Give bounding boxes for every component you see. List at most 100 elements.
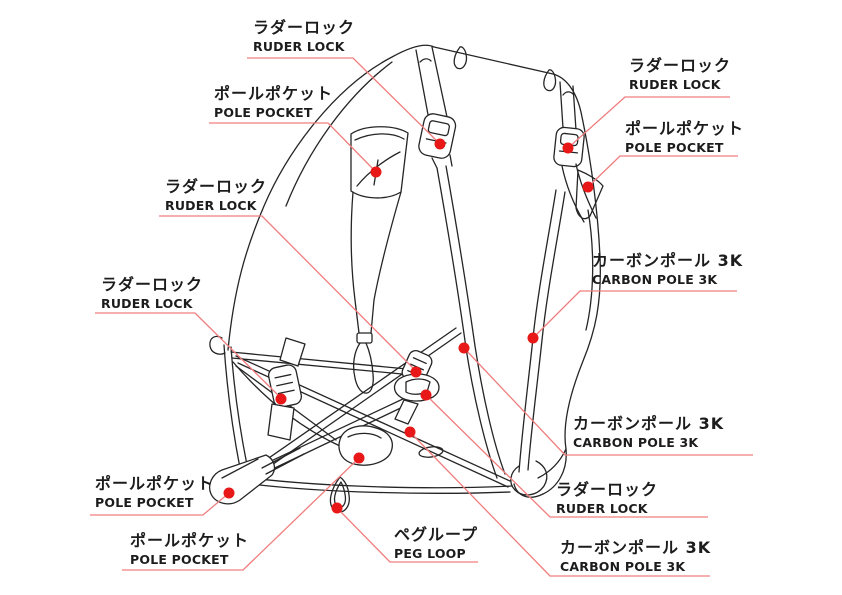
label-jp: ラダーロック (101, 275, 204, 294)
bottom-center-pole-pocket (338, 425, 393, 466)
leader-peg-loop (336, 507, 478, 563)
label-en: PEG LOOP (394, 546, 466, 561)
strap-edge (431, 157, 438, 169)
leader-ruder-lock-top-center (247, 57, 441, 145)
callout-dot-pole-pocket-bottom-left-lower (353, 452, 365, 464)
leader-pole-pocket-upper-left (209, 122, 377, 173)
label-jp: ラダーロック (556, 480, 659, 499)
pack-body (227, 44, 601, 498)
corner-tab (209, 335, 226, 355)
frame-left-edge (223, 344, 241, 469)
label-en: RUDER LOCK (253, 39, 345, 54)
callout-dot-ruder-lock-top-right (562, 142, 574, 154)
leader-ruder-lock-top-right (567, 96, 730, 149)
callout-dots (223, 138, 594, 514)
label-en: CARBON POLE 3K (560, 559, 686, 574)
label-en: POLE POCKET (625, 140, 724, 155)
leader-ruder-lock-bottom-right (425, 394, 708, 518)
pocket-crease (347, 432, 382, 439)
callout-pole-pocket-upper-left: ポールポケット POLE POCKET (214, 84, 333, 120)
label-en: POLE POCKET (214, 105, 313, 120)
strap-edge (572, 85, 577, 131)
leader-lines (90, 57, 753, 577)
strap-edge (559, 81, 564, 129)
callout-dot-pole-pocket-bottom-left-upper (223, 487, 235, 499)
hang-loop-icon (453, 46, 468, 70)
pocket-opening (221, 458, 259, 479)
label-jp: ラダーロック (253, 18, 356, 37)
callout-carbon-pole-right: カーボンポール 3K CARBON POLE 3K (592, 251, 743, 287)
label-en: RUDER LOCK (629, 77, 721, 92)
callout-ruder-lock-top-right: ラダーロック RUDER LOCK (629, 56, 731, 92)
bottom-left-pole-pocket (208, 447, 305, 505)
label-jp: ラダーロック (629, 56, 732, 75)
callout-dot-carbon-pole-right-mid (458, 342, 470, 354)
strap-tail (267, 403, 295, 441)
label-jp: ポールポケット (625, 119, 745, 138)
center-buckles (393, 350, 440, 425)
hang-loop-icon (543, 69, 557, 92)
bottom-bar (241, 476, 513, 489)
frame-bar (230, 351, 408, 370)
callout-pole-pocket-bottom-left-upper: ポールポケット POLE POCKET (95, 474, 214, 510)
callout-carbon-pole-right-mid: カーボンポール 3K CARBON POLE 3K (573, 414, 724, 450)
callout-pole-pocket-top-right: ポールポケット POLE POCKET (625, 119, 744, 155)
pole-grip (353, 342, 374, 394)
right-foot (510, 460, 548, 496)
wrap-crease (354, 133, 405, 141)
label-en: RUDER LOCK (101, 296, 193, 311)
bottom-frame-poles (235, 327, 513, 494)
label-en: CARBON POLE 3K (573, 435, 699, 450)
callout-ruder-lock-bottom-right: ラダーロック RUDER LOCK (556, 480, 658, 516)
label-jp: ポールポケット (130, 531, 250, 550)
label-jp: ペグループ (394, 525, 479, 544)
left-strap-buckle (267, 337, 306, 441)
leader-pole-pocket-bottom-left-lower (122, 457, 360, 571)
pack-fold-line (285, 61, 393, 207)
pack-hip-curve (537, 448, 567, 479)
grommet (418, 446, 444, 458)
callout-dot-ruder-lock-mid-left (410, 366, 422, 378)
pole-edge (265, 453, 305, 475)
sleeve-edge (370, 191, 402, 334)
label-en: CARBON POLE 3K (592, 272, 718, 287)
strap-edge (431, 46, 448, 118)
label-jp: カーボンポール 3K (560, 538, 712, 557)
pack-outline (227, 44, 601, 498)
callout-dot-peg-loop (331, 502, 343, 514)
leader-pole-pocket-bottom-left-upper (90, 492, 230, 516)
callout-dot-ruder-lock-bottom-right (420, 389, 432, 401)
wrap-crease (356, 151, 401, 187)
strap-crease (419, 58, 432, 63)
bottom-bar (242, 482, 511, 494)
pack-fold-line (585, 209, 594, 331)
callout-dot-ruder-lock-left (275, 393, 287, 405)
callout-pole-pocket-bottom-left-lower: ポールポケット POLE POCKET (130, 531, 249, 567)
center-pole-pocket (350, 126, 409, 394)
strap-tail (279, 337, 306, 367)
label-jp: ポールポケット (95, 474, 215, 493)
frame-left-edge (230, 346, 248, 466)
frame-bar (231, 357, 403, 375)
label-jp: ラダーロック (165, 177, 268, 196)
buckle-slot (427, 120, 450, 137)
callout-carbon-pole-bottom-right: カーボンポール 3K CARBON POLE 3K (560, 538, 711, 574)
callout-dot-pole-pocket-upper-left (370, 166, 382, 178)
leader-ruder-lock-left (95, 312, 282, 399)
strap-edge (415, 49, 430, 121)
leader-ruder-lock-mid-left (159, 215, 417, 372)
leader-carbon-pole-right (532, 290, 737, 339)
leader-carbon-pole-right-mid (463, 347, 753, 456)
callout-dot-carbon-pole-bottom-right (404, 426, 416, 438)
pole-tip (356, 332, 373, 344)
pole-edge (261, 447, 301, 469)
callout-dot-pole-pocket-top-right (582, 181, 594, 193)
strap-edge (575, 163, 597, 219)
label-en: POLE POCKET (95, 495, 194, 510)
peg-loop-shape (329, 476, 350, 513)
callout-peg-loop: ペグループ PEG LOOP (394, 525, 478, 561)
strap-edge (449, 154, 453, 167)
label-jp: カーボンポール 3K (573, 414, 725, 433)
strap-tail (394, 399, 419, 425)
